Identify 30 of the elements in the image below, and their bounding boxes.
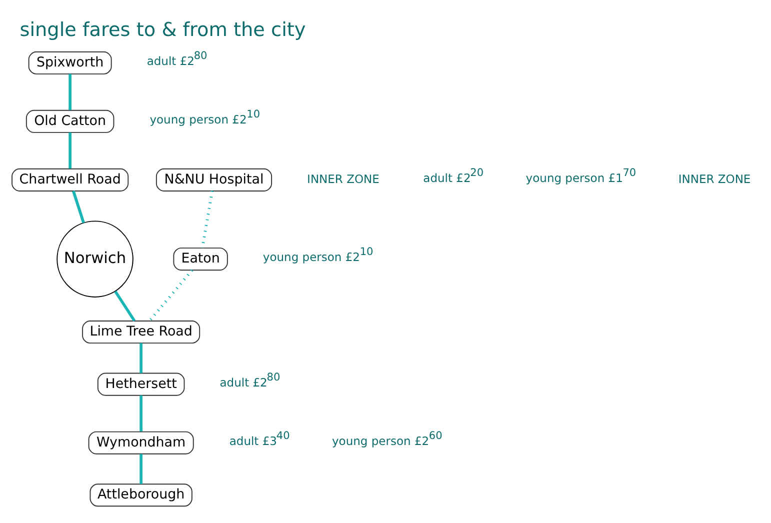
label: INNER ZONE [678,172,751,186]
node-box: Wymondham [88,431,194,454]
connector [68,74,72,110]
connector [114,290,136,322]
label: INNER ZONE [307,172,380,186]
connector [200,190,214,248]
node-circle: Norwich [56,220,134,298]
diagram-title: single fares to & from the city [20,18,306,42]
node-box: Attleborough [90,484,192,507]
node-box: Lime Tree Road [82,320,200,344]
label: adult £2$^{80}$ [220,371,280,390]
label: adult £2$^{20}$ [423,166,484,185]
connector [140,454,143,484]
node-box: Spixworth [28,51,112,74]
label: adult £3$^{40}$ [229,430,290,448]
node-box: Eaton [173,248,228,271]
node-box: Hethersett [97,372,185,396]
node-box: N&NU Hospital [156,168,272,192]
connector [68,132,72,169]
label: young person £2$^{10}$ [150,108,260,126]
label: young person £2$^{10}$ [262,246,374,264]
connector [140,395,143,432]
label: young person £2$^{60}$ [332,430,442,448]
connector [148,269,194,322]
node-box: Old Catton [26,110,114,133]
node-box: Chartwell Road [12,168,129,192]
connector [140,343,143,374]
label: adult £2$^{80}$ [146,50,208,68]
label: young person £1$^{70}$ [526,166,636,185]
connector [72,190,85,224]
